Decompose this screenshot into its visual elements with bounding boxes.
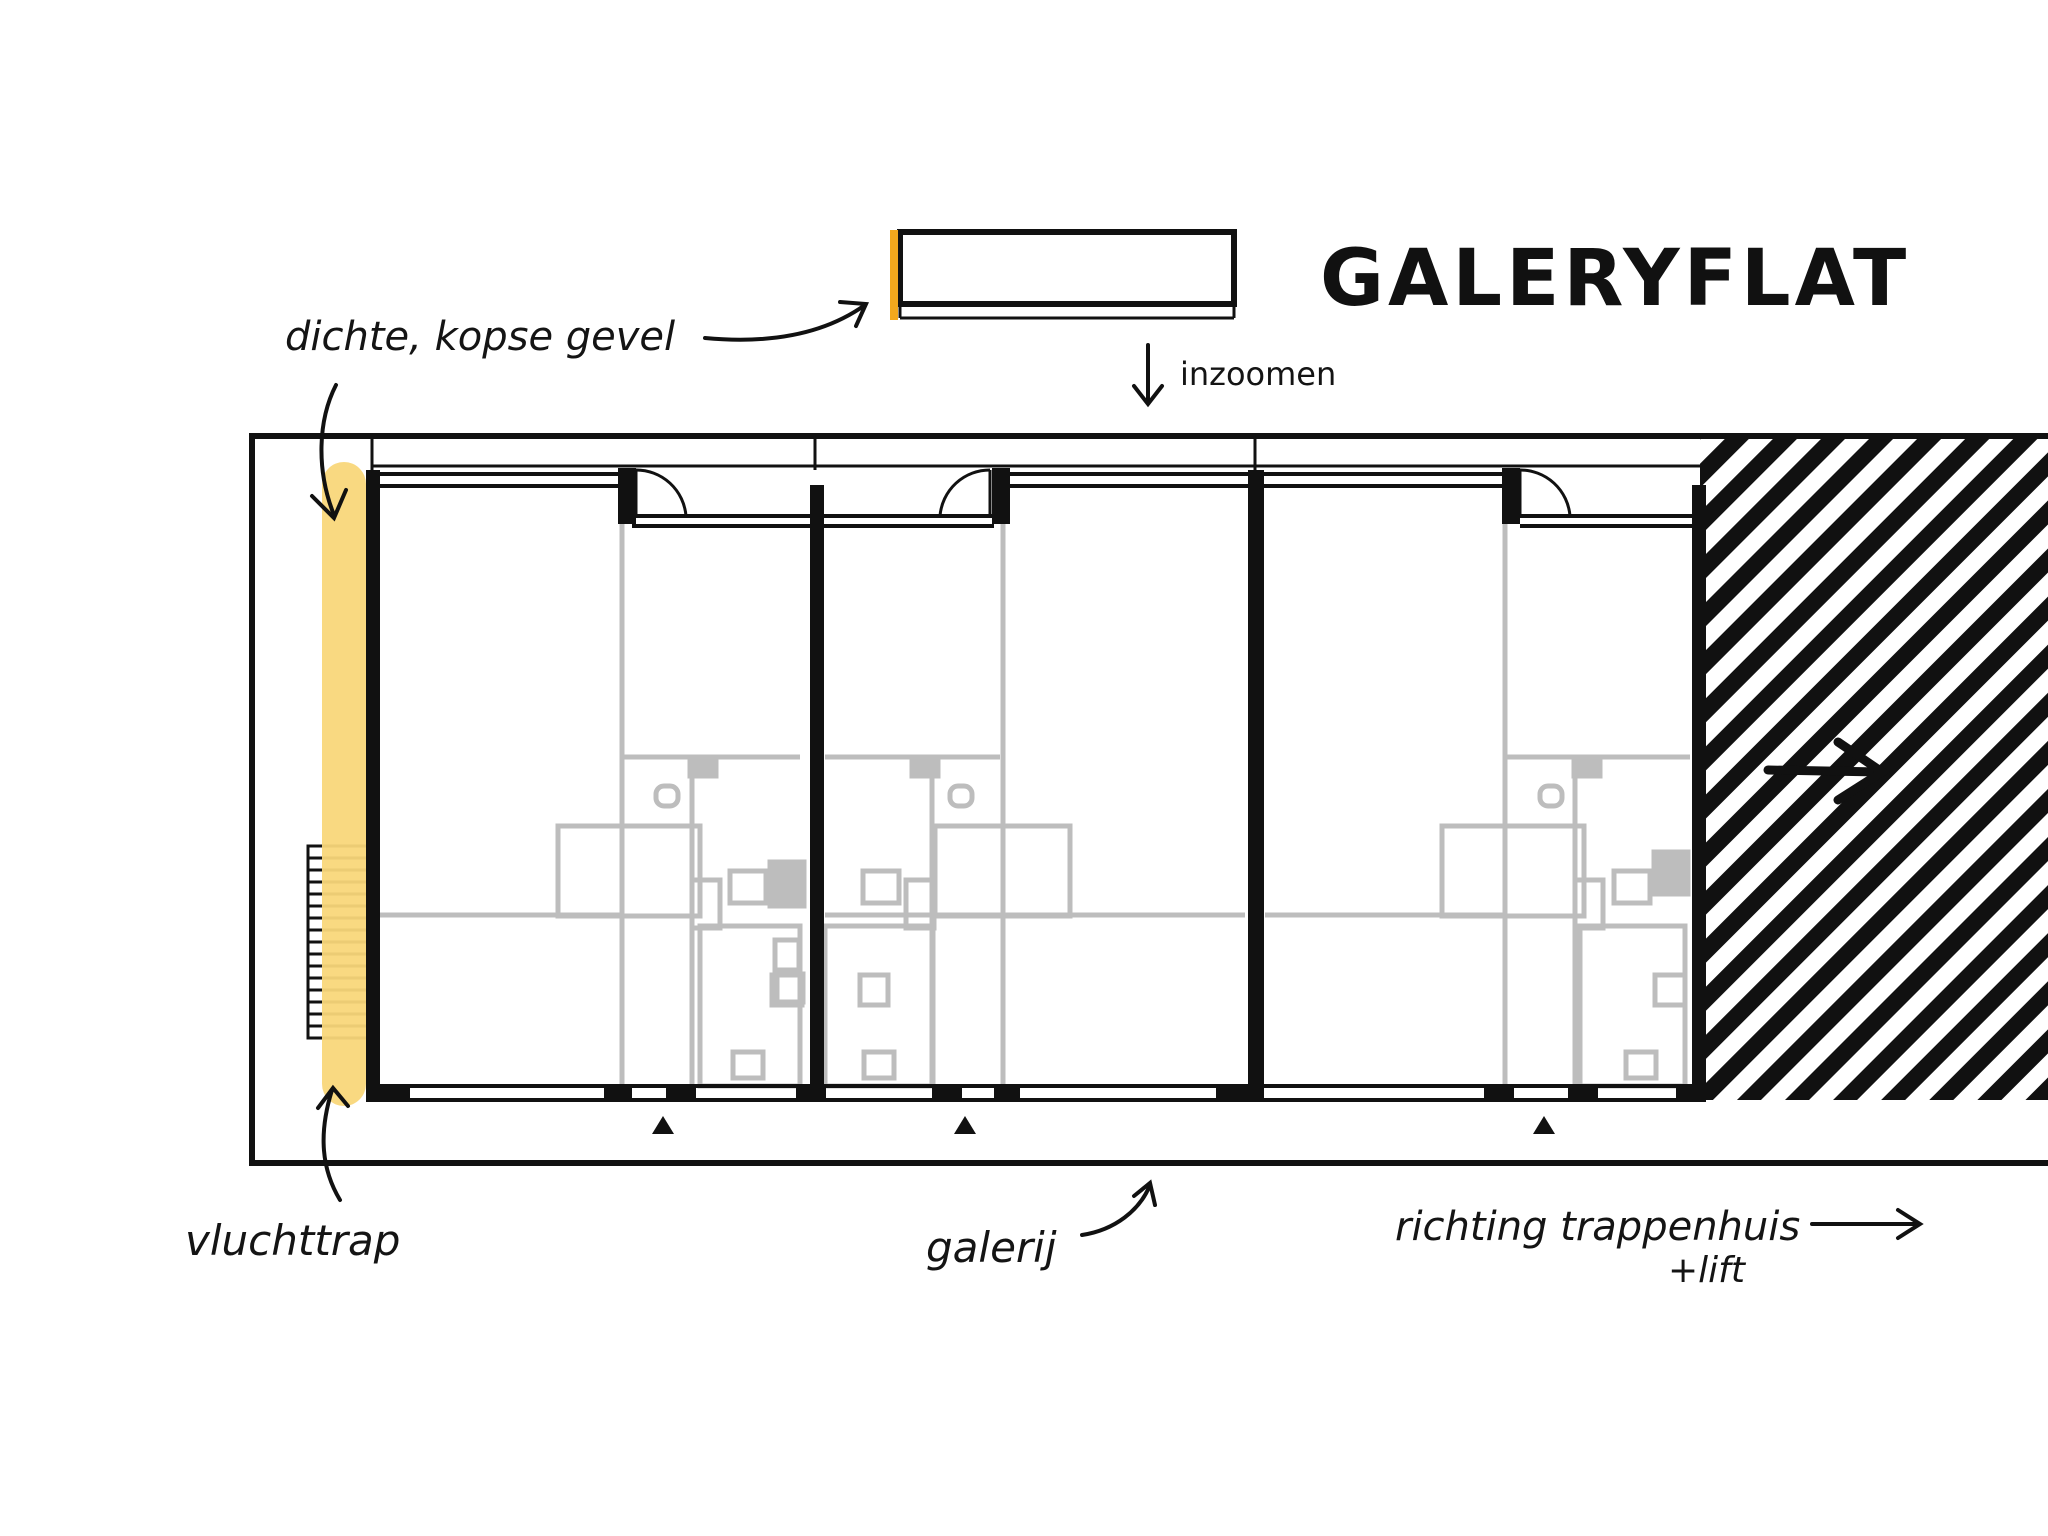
- gable-highlight: [322, 462, 366, 1106]
- entrance-markers: [652, 1116, 1555, 1134]
- door-swings: [634, 468, 1572, 517]
- gable-label: dichte, kopse gevel: [285, 314, 675, 360]
- key-plan: [890, 229, 1237, 320]
- gallery-arrow: [1080, 1179, 1157, 1237]
- gable-arrow-to-key: [703, 300, 870, 342]
- title-text: GALERYFLAT: [1320, 234, 1910, 324]
- continuation-arrow-icon: [1763, 737, 1891, 805]
- direction-label-line2: +lift: [1668, 1250, 1747, 1291]
- escape-stair-arrow: [316, 1084, 350, 1202]
- gable-highlight-mini: [890, 230, 898, 320]
- zoom-arrow-icon: [1132, 343, 1164, 408]
- zoom-label: inzoomen: [1180, 355, 1336, 393]
- interior-walls: [380, 520, 1691, 1089]
- direction-arrow-icon: [1810, 1208, 1924, 1240]
- floor-plan: [249, 433, 2048, 1166]
- top-facades: [380, 472, 1692, 528]
- direction-label-line1: richting trappenhuis: [1395, 1204, 1800, 1250]
- gallery-label: galerij: [926, 1223, 1057, 1272]
- bottom-wall-segments: [366, 1084, 1706, 1102]
- bottom-facade: [366, 1084, 1706, 1102]
- gable-arrow-to-plan: [310, 383, 348, 522]
- escape-stair-label: vluchttrap: [185, 1216, 400, 1265]
